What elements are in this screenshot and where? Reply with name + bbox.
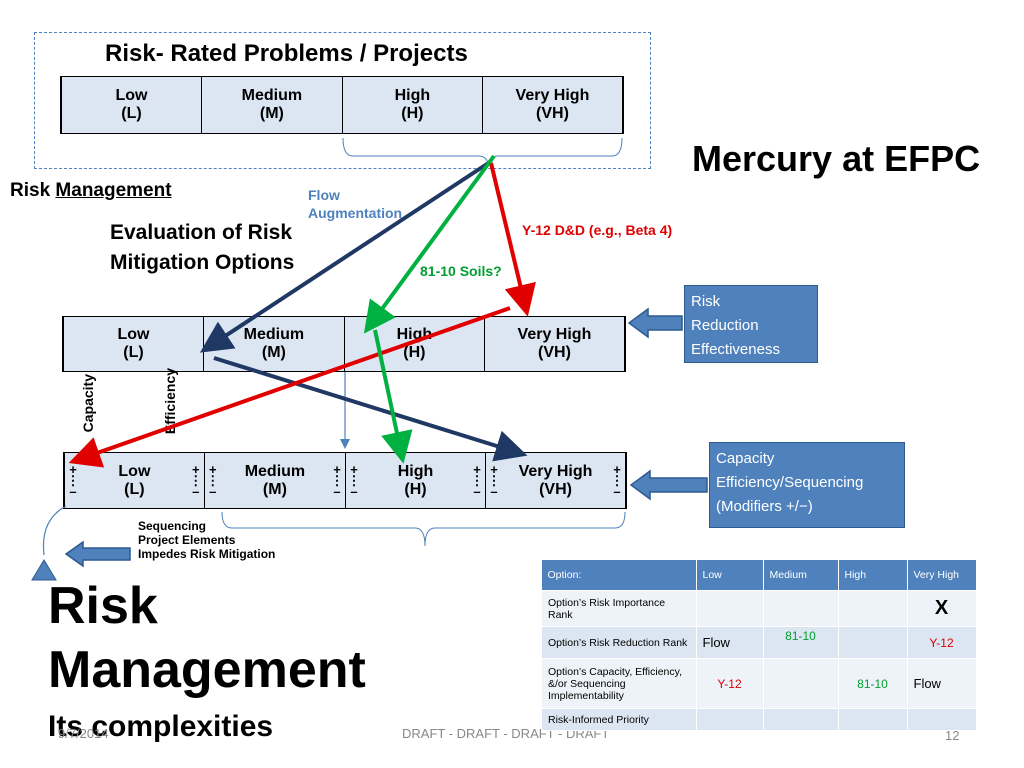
- risk-management-label: Risk Management: [10, 180, 172, 201]
- top-risk-scale: Low(L) Medium(M) High(H) Very High(VH): [59, 76, 624, 134]
- risk-management-title: Risk Management: [48, 577, 366, 699]
- table-row: Risk-Informed Priority: [541, 708, 977, 731]
- sequencing-pointer-arrow: [64, 540, 131, 568]
- capacity-pointer-arrow: [629, 469, 708, 501]
- soils-arrow: [363, 154, 496, 334]
- bottom-scale-high: +⋮– High(H) +⋮–: [345, 452, 487, 509]
- bottom-scale-low: +⋮– Low(L) +⋮–: [62, 452, 205, 509]
- top-frame: [34, 32, 651, 169]
- soils-label: 81-10 Soils?: [420, 263, 502, 279]
- evaluation-heading: Evaluation of Risk Mitigation Options: [110, 221, 295, 274]
- option-table: Option: Low Medium High Very High Option…: [541, 560, 977, 731]
- flow-augmentation-arrow: [199, 160, 492, 353]
- mid-scale-very-high: Very High(VH): [483, 316, 626, 372]
- top-bracket: [342, 137, 623, 167]
- top-scale-very-high: Very High(VH): [481, 76, 624, 134]
- y12-dd-label: Y-12 D&D (e.g., Beta 4): [522, 222, 673, 238]
- top-scale-low: Low(L): [59, 76, 202, 134]
- table-row: Option’s Risk Reduction Rank Flow 81-10 …: [541, 626, 977, 659]
- bottom-scale-medium: +⋮– Medium(M) +⋮–: [203, 452, 347, 509]
- bottom-bracket: [221, 511, 626, 547]
- top-scale-medium: Medium(M): [200, 76, 343, 134]
- table-row: Option’s Risk Importance Rank X: [541, 590, 977, 627]
- low-to-very-high-arrow: [213, 356, 528, 462]
- footer-date: 9/7/2014: [58, 726, 109, 741]
- triangle-marker: [31, 559, 57, 581]
- reduction-pointer-arrow: [627, 307, 683, 339]
- top-scale-high: High(H): [341, 76, 483, 134]
- bottom-scale-very-high: +⋮– Very High(VH) +⋮–: [485, 452, 628, 509]
- y12-arrow: [489, 162, 536, 317]
- sequencing-curve: [42, 505, 67, 556]
- bottom-risk-scale: +⋮– Low(L) +⋮– +⋮– Medium(M) +⋮– +⋮– Hig…: [62, 452, 628, 509]
- complexities-subtitle: Its complexities: [48, 710, 274, 743]
- option-table-header: Option: Low Medium High Very High: [541, 560, 977, 591]
- table-row: Option’s Capacity, Efficiency, &/or Sequ…: [541, 658, 977, 709]
- very-high-to-low-arrow: [68, 306, 511, 468]
- high-to-high-arrow: [373, 329, 413, 464]
- footer-page-number: 12: [945, 728, 960, 743]
- right-title: Mercury at EFPC: [692, 138, 981, 179]
- top-title: Risk- Rated Problems / Projects: [105, 40, 468, 67]
